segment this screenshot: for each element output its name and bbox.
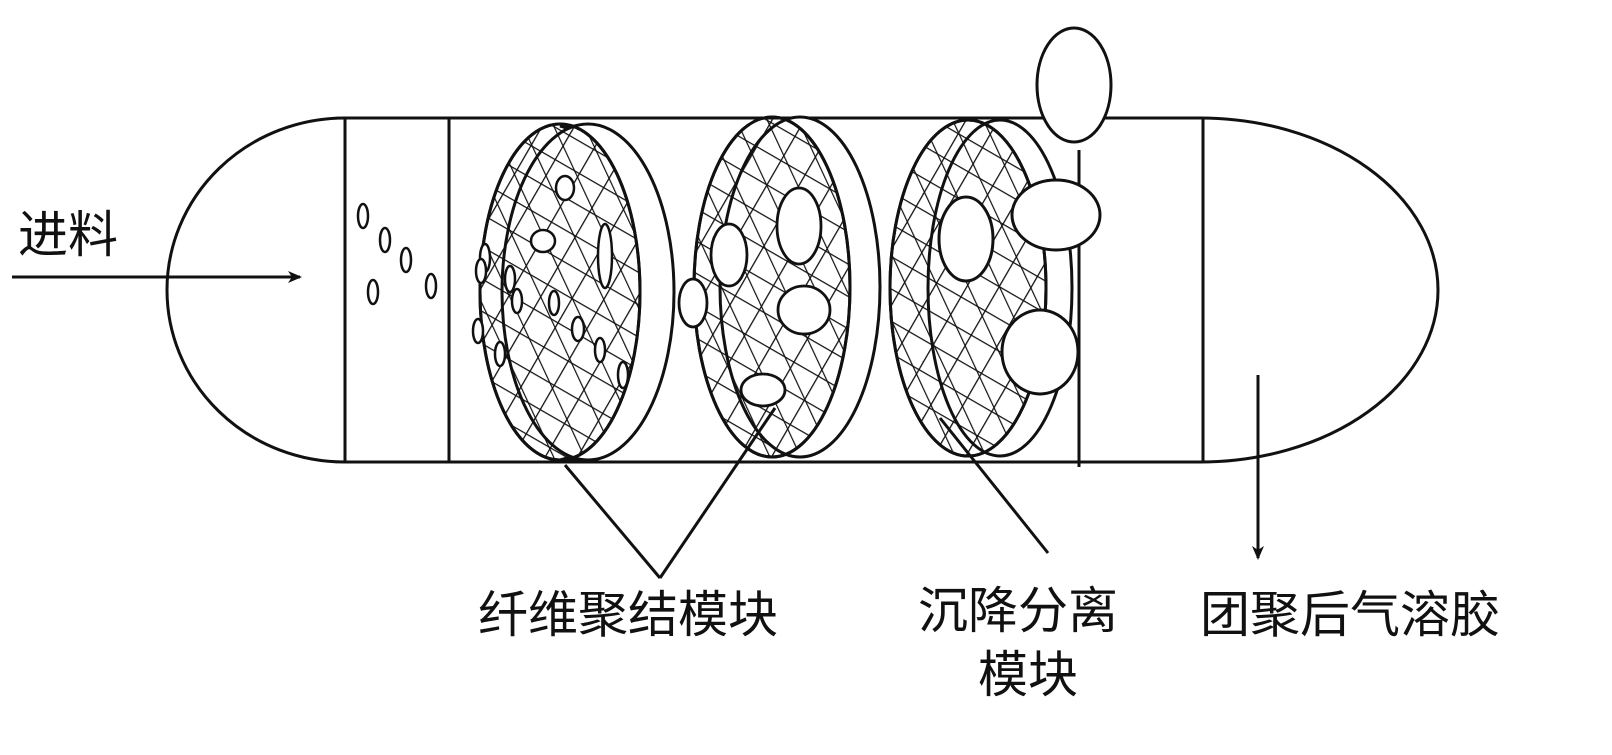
leader-lines [563,407,1050,579]
inlet-droplets [356,202,438,306]
droplet [366,278,380,306]
disc-droplets [677,186,832,408]
sedimentation-label-line1: 沉降分离 [918,582,1118,640]
droplet [399,246,413,274]
sedimentation-label-line2: 模块 [978,646,1078,704]
disc-droplets [471,174,630,390]
droplet [378,226,392,254]
vessel-outline [165,116,1440,464]
output-label: 团聚后气溶胶 [1200,586,1500,644]
droplet [356,202,370,230]
droplet [424,272,438,300]
leader-coalescence-disc-1 [563,464,662,579]
leader-sedimentation [938,417,1050,554]
sedimentation-disc [888,26,1113,458]
disc-droplets [937,26,1113,396]
coalescence-disc-1 [471,122,676,462]
leader-coalescence-disc-2 [658,407,777,579]
feed-label: 进料 [18,206,118,264]
coalescence-disc-2 [677,115,882,459]
coalescence-module-label: 纤维聚结模块 [478,586,778,644]
